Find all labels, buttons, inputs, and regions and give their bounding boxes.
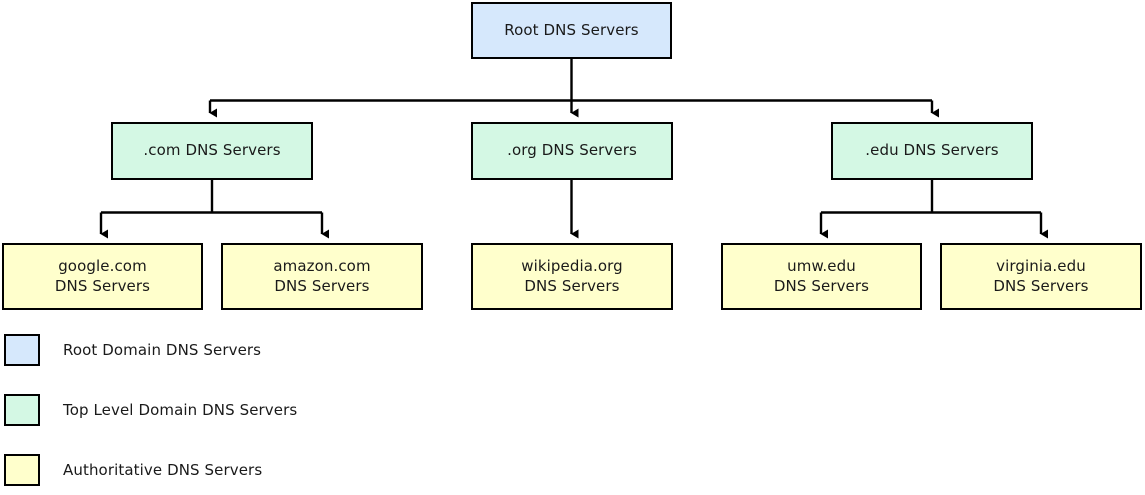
node-org-dns-servers[interactable]: .org DNS Servers bbox=[471, 122, 673, 180]
node-amazon-com-dns-servers[interactable]: amazon.com DNS Servers bbox=[221, 243, 423, 310]
node-umw-edu-dns-servers-label: umw.edu DNS Servers bbox=[773, 257, 870, 295]
node-umw-edu-dns-servers[interactable]: umw.edu DNS Servers bbox=[721, 243, 922, 310]
node-wikipedia-org-dns-servers-label: wikipedia.org DNS Servers bbox=[521, 257, 623, 295]
node-com-dns-servers[interactable]: .com DNS Servers bbox=[111, 122, 313, 180]
node-google-com-dns-servers[interactable]: google.com DNS Servers bbox=[2, 243, 203, 310]
node-wikipedia-org-dns-servers[interactable]: wikipedia.org DNS Servers bbox=[471, 243, 673, 310]
legend-swatch-root bbox=[4, 334, 40, 366]
node-edu-dns-servers-label: .edu DNS Servers bbox=[865, 141, 999, 160]
node-root-dns-servers-label: Root DNS Servers bbox=[504, 20, 639, 39]
node-root-dns-servers[interactable]: Root DNS Servers bbox=[471, 2, 672, 59]
node-google-com-dns-servers-label: google.com DNS Servers bbox=[54, 257, 151, 295]
legend-label-authoritative: Authoritative DNS Servers bbox=[63, 461, 263, 479]
node-org-dns-servers-label: .org DNS Servers bbox=[507, 141, 637, 160]
node-amazon-com-dns-servers-label: amazon.com DNS Servers bbox=[273, 257, 371, 295]
legend-swatch-tld bbox=[4, 394, 40, 426]
node-virginia-edu-dns-servers[interactable]: virginia.edu DNS Servers bbox=[940, 243, 1142, 310]
node-edu-dns-servers[interactable]: .edu DNS Servers bbox=[831, 122, 1033, 180]
node-com-dns-servers-label: .com DNS Servers bbox=[143, 141, 281, 160]
legend-swatch-authoritative bbox=[4, 454, 40, 486]
legend-label-tld: Top Level Domain DNS Servers bbox=[63, 401, 298, 419]
node-virginia-edu-dns-servers-label: virginia.edu DNS Servers bbox=[993, 257, 1089, 295]
legend-label-root: Root Domain DNS Servers bbox=[63, 341, 262, 359]
